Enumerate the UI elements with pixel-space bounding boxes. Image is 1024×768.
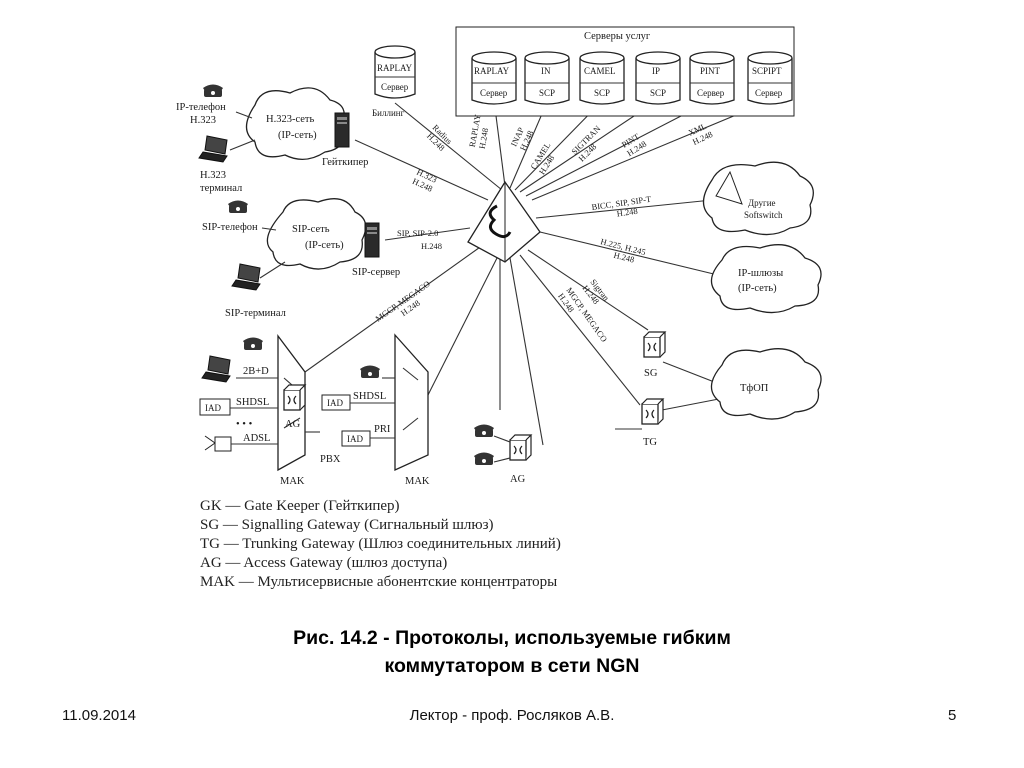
svg-text:Сервер: Сервер xyxy=(480,88,508,98)
svg-text:SCP: SCP xyxy=(539,88,555,98)
svg-text:AG: AG xyxy=(510,474,526,485)
svg-text:H.323-сеть: H.323-сеть xyxy=(266,114,314,125)
service-server: RAPLAY Сервер xyxy=(471,51,517,105)
laptop-icon xyxy=(198,135,228,163)
svg-text:Сервер: Сервер xyxy=(697,88,725,98)
protocol-labels: Radius H.248 RAPLAY H.248 INAP H.248 CAM… xyxy=(373,113,714,343)
svg-text:SCPIPT: SCPIPT xyxy=(752,66,782,76)
svg-text:RAPLAY: RAPLAY xyxy=(474,66,510,76)
svg-text:Сервер: Сервер xyxy=(755,88,783,98)
svg-text:CAMEL: CAMEL xyxy=(584,66,616,76)
svg-text:H.248: H.248 xyxy=(477,127,490,149)
sip-phone-label: SIP-телефон xyxy=(202,222,258,233)
gatekeeper-label: Гейткипер xyxy=(322,157,368,168)
svg-text:IAD: IAD xyxy=(347,434,363,444)
svg-text:MAK: MAK xyxy=(280,476,305,487)
footer-author: Лектор - проф. Росляков А.В. xyxy=(409,707,615,724)
svg-text:H.248: H.248 xyxy=(613,250,636,265)
svg-text:SCP: SCP xyxy=(650,88,666,98)
svg-text:Другие: Другие xyxy=(748,198,776,208)
laptop-icon xyxy=(201,355,231,383)
sg-gateway-icon xyxy=(643,331,666,358)
svg-text:SG: SG xyxy=(644,368,658,379)
phone-icon xyxy=(474,424,494,437)
svg-text:SHDSL: SHDSL xyxy=(236,397,269,408)
svg-text:IP: IP xyxy=(652,66,660,76)
service-server: IP SCP xyxy=(635,51,681,105)
svg-text:Сервер: Сервер xyxy=(381,82,409,92)
legend-item: GK — Gate Keeper (Гейткипер) xyxy=(200,498,400,514)
svg-text:SCP: SCP xyxy=(594,88,610,98)
svg-text:IN: IN xyxy=(541,66,551,76)
svg-text:Softswitch: Softswitch xyxy=(744,210,783,220)
sip-terminal-label: SIP-терминал xyxy=(225,308,286,319)
svg-text:(IP-сеть): (IP-сеть) xyxy=(278,130,317,141)
svg-text:(IP-сеть): (IP-сеть) xyxy=(738,283,777,294)
service-server: SCPIPT Сервер xyxy=(747,51,793,105)
page-number: 5 xyxy=(948,707,957,724)
service-server: IN SCP xyxy=(524,51,570,105)
svg-text:H.248: H.248 xyxy=(421,241,442,251)
svg-text:(IP-сеть): (IP-сеть) xyxy=(305,240,344,251)
svg-text:IAD: IAD xyxy=(205,403,221,413)
legend-item: SG — Signalling Gateway (Сигнальный шлюз… xyxy=(200,517,494,533)
other-softswitch-cloud: Другие Softswitch xyxy=(702,161,814,236)
caption-line: коммутатором в сети NGN xyxy=(384,655,640,677)
pstn-cloud: ТфОП xyxy=(710,348,822,420)
svg-text:AG: AG xyxy=(285,419,301,430)
ip-gateways-cloud: IP-шлюзы (IP-сеть) xyxy=(710,244,822,314)
phone-icon xyxy=(360,365,380,378)
svg-text:PRI: PRI xyxy=(374,424,391,435)
svg-text:SHDSL: SHDSL xyxy=(353,391,386,402)
sip-server-label: SIP-сервер xyxy=(352,267,400,278)
h323-terminal-label: H.323 xyxy=(200,170,226,181)
svg-text:H.248: H.248 xyxy=(616,206,638,219)
service-server: PINT Сервер xyxy=(689,51,735,105)
svg-text:SIP-сеть: SIP-сеть xyxy=(292,224,330,235)
svg-text:RAPLAY: RAPLAY xyxy=(377,63,413,73)
svg-text:ADSL: ADSL xyxy=(243,433,270,444)
ngn-diagram: Серверы услуг RAPLAY Сервер Биллинг RAPL… xyxy=(176,26,822,487)
svg-text:• • •: • • • xyxy=(236,419,253,430)
svg-text:IAD: IAD xyxy=(327,398,343,408)
laptop-icon xyxy=(231,263,261,291)
svg-text:ТфОП: ТфОП xyxy=(740,383,769,394)
access-mak-right: MAK xyxy=(394,333,430,487)
legend-item: AG — Access Gateway (шлюз доступа) xyxy=(200,555,448,571)
legend-item: MAK — Мультисервисные абонентские концен… xyxy=(200,574,558,590)
ip-phone-icon xyxy=(203,84,223,97)
sip-cloud: SIP-сеть (IP-сеть) xyxy=(266,198,367,270)
softswitch-pyramid xyxy=(467,180,541,263)
h323-cloud: H.323-сеть (IP-сеть) xyxy=(245,87,345,160)
ip-phone-label: IP-телефон xyxy=(176,102,226,113)
phone-icon xyxy=(474,452,494,465)
footer-date: 11.09.2014 xyxy=(62,707,136,724)
svg-text:MAK: MAK xyxy=(405,476,430,487)
legend-item: TG — Trunking Gateway (Шлюз соединительн… xyxy=(200,536,561,552)
svg-text:SIP, SIP-2.0: SIP, SIP-2.0 xyxy=(397,228,438,238)
svg-text:H.323: H.323 xyxy=(190,115,216,126)
sip-phone-icon xyxy=(228,200,248,213)
svg-text:TG: TG xyxy=(643,437,657,448)
caption-line: Рис. 14.2 - Протоколы, используемые гибк… xyxy=(293,627,731,649)
sip-server-icon xyxy=(364,222,380,258)
servers-group-title: Серверы услуг xyxy=(584,31,651,42)
ag-gateway-icon xyxy=(509,434,532,461)
gatekeeper-icon xyxy=(334,112,350,148)
billing-label: Биллинг xyxy=(372,108,405,118)
phone-icon xyxy=(243,337,263,350)
svg-text:IP-шлюзы: IP-шлюзы xyxy=(738,268,783,279)
billing-server: RAPLAY Сервер Биллинг xyxy=(372,45,416,118)
figure-caption: Рис. 14.2 - Протоколы, используемые гибк… xyxy=(0,624,1024,680)
svg-text:терминал: терминал xyxy=(200,183,242,194)
tg-gateway-icon xyxy=(641,398,664,425)
legend: GK — Gate Keeper (Гейткипер) SG — Signal… xyxy=(200,497,561,592)
service-server: CAMEL SCP xyxy=(579,51,625,105)
svg-text:PINT: PINT xyxy=(700,66,721,76)
svg-text:2B+D: 2B+D xyxy=(243,366,269,377)
access-mak-left: AG MAK xyxy=(277,334,306,487)
svg-text:PBX: PBX xyxy=(320,454,341,465)
